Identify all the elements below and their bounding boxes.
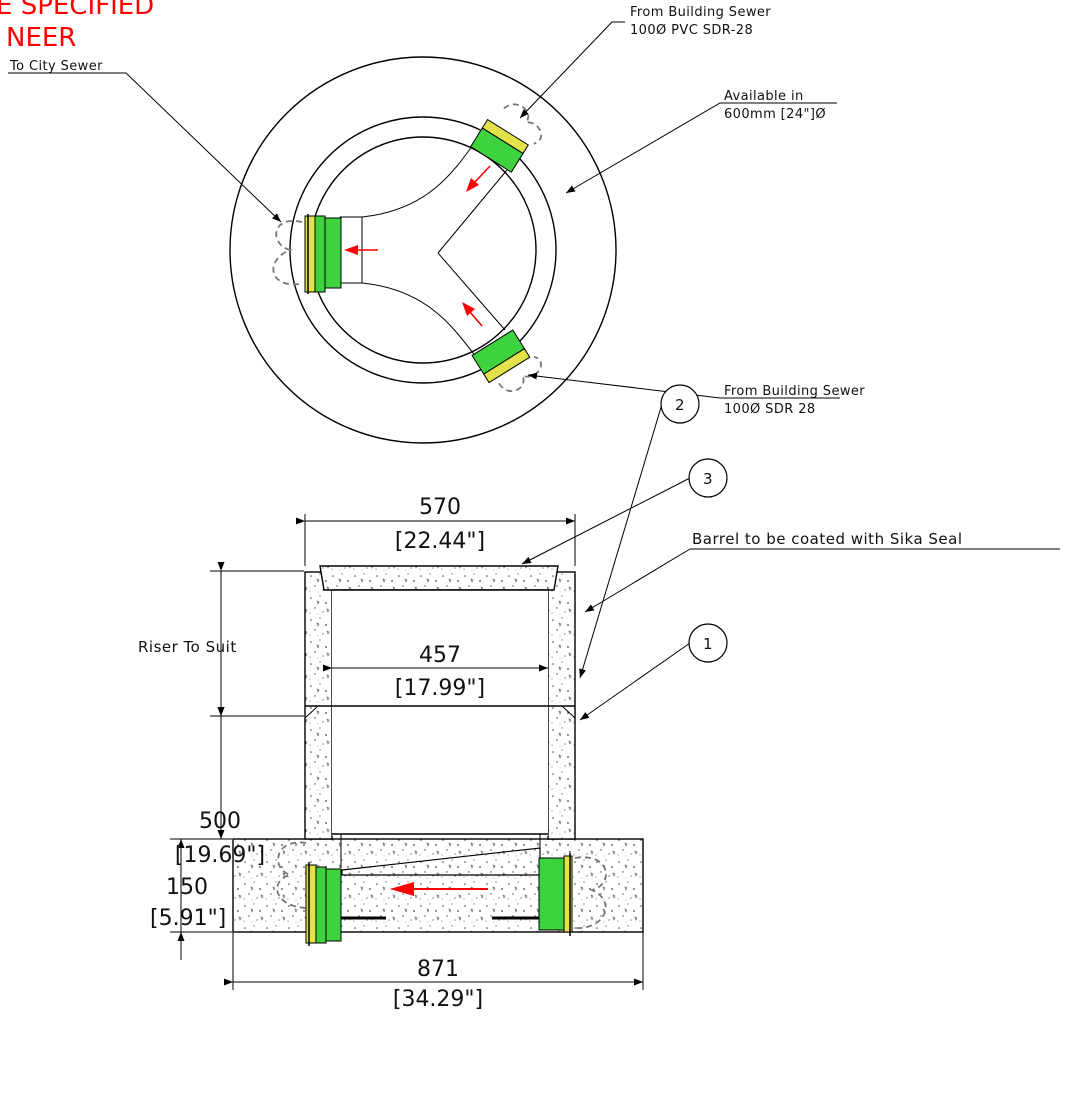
building-sewer-top-spec: 100Ø PVC SDR-28 [630,23,753,38]
available-title: Available in [724,89,804,104]
section-inlet-pipe [538,853,607,936]
plan-leaders [8,21,840,399]
section-outlet-pipe [276,841,342,946]
channel-inner-circle [309,136,537,364]
top-slab [319,565,559,591]
plan-outlet-pipe [272,214,342,294]
base-height-value: 150 [166,875,208,900]
outer-wall-circle [229,56,617,444]
barrel-height-inches: [19.69"] [175,843,265,868]
available-spec: 600mm [24"]Ø [724,107,826,122]
building-sewer-top-title: From Building Sewer [630,5,771,20]
header-line-2: NEER [6,23,76,53]
top-width-inches: [22.44"] [395,529,485,554]
callout-3-label: 3 [703,470,713,488]
callout-2-label: 2 [675,396,685,414]
barrel-coating-note: Barrel to be coated with Sika Seal [692,530,963,548]
riser-label: Riser To Suit [138,638,237,656]
building-sewer-bottom-spec: 100Ø SDR 28 [724,402,816,417]
section-view: 570 [22.44"] 457 [17.99"] Riser To Suit … [138,384,1060,1012]
top-width-value: 570 [419,495,461,520]
callout-1: 1 [688,623,728,663]
barrel-height-value: 500 [199,809,241,834]
inner-width-inches: [17.99"] [395,676,485,701]
callout-2: 2 [660,384,700,424]
benching-channel [339,134,508,363]
to-city-sewer-label: To City Sewer [9,59,103,74]
callout-1-label: 1 [703,635,713,653]
base-slab [232,838,644,933]
section-flow-arrow [390,882,488,896]
base-width-value: 871 [417,957,459,982]
building-sewer-bottom-title: From Building Sewer [724,384,865,399]
base-height-inches: [5.91"] [150,906,226,931]
inner-width-value: 457 [419,643,461,668]
plan-flow-arrows [344,165,491,327]
plan-view: To City Sewer From Building Sewer 100Ø P… [8,5,865,444]
callout-3: 3 [688,458,728,498]
base-width-inches: [34.29"] [393,987,483,1012]
plan-inlet-pipe-bottom [471,329,542,393]
plan-inlet-pipe-top [469,103,543,173]
header-line-1: E SPECIFIED [0,0,154,21]
